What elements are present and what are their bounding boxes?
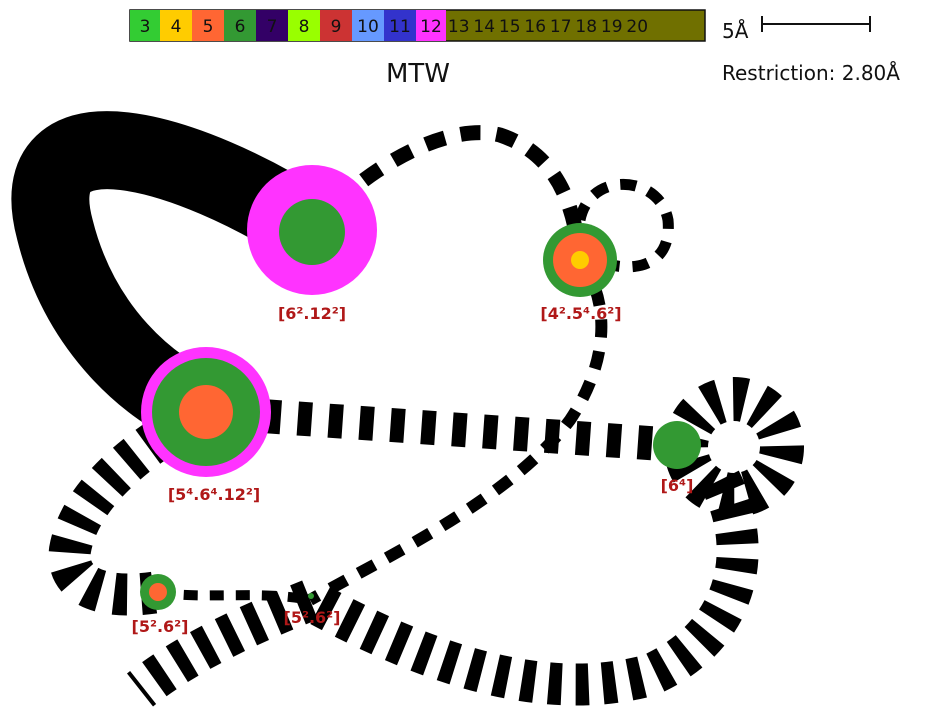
edge-thick-solid bbox=[11, 111, 334, 449]
node-ring-5 bbox=[179, 385, 233, 439]
legend-label-5: 5 bbox=[203, 17, 214, 37]
legend-label-10: 10 bbox=[357, 17, 379, 37]
node-e[interactable] bbox=[140, 574, 176, 610]
node-ring-4 bbox=[571, 251, 589, 269]
edge-b-loop bbox=[574, 178, 674, 273]
node-ring-6 bbox=[308, 593, 314, 599]
restriction-label: Restriction: 2.80Å bbox=[722, 61, 900, 85]
legend-swatch-8 bbox=[288, 10, 320, 41]
legend-label-3: 3 bbox=[140, 17, 151, 37]
node-label-c: [5⁴.6⁴.12²] bbox=[168, 485, 260, 504]
legend-label-20: 20 bbox=[626, 17, 648, 37]
legend-label-7: 7 bbox=[267, 17, 278, 37]
legend-label-14: 14 bbox=[473, 17, 495, 37]
node-label-f: [5².6²] bbox=[284, 608, 341, 627]
node-label-b: [4².5⁴.6²] bbox=[540, 304, 621, 323]
legend-swatch-4 bbox=[160, 10, 192, 41]
legend-label-13: 13 bbox=[448, 17, 470, 37]
legend-label-15: 15 bbox=[499, 17, 521, 37]
legend-swatch-6 bbox=[224, 10, 256, 41]
node-d[interactable] bbox=[653, 421, 701, 469]
node-ring-6 bbox=[653, 421, 701, 469]
node-b[interactable] bbox=[543, 223, 617, 297]
node-label-d: [6⁴] bbox=[661, 476, 694, 495]
node-label-a: [6².12²] bbox=[278, 304, 346, 323]
edge-e-lower bbox=[126, 580, 318, 707]
legend-label-8: 8 bbox=[299, 17, 310, 37]
legend-label-17: 17 bbox=[550, 17, 572, 37]
legend-swatch-7 bbox=[256, 10, 288, 41]
legend-label-12: 12 bbox=[420, 17, 442, 37]
legend-swatch-11 bbox=[384, 10, 416, 41]
legend-label-4: 4 bbox=[171, 17, 182, 37]
scale-bar bbox=[761, 16, 871, 32]
edge-d-bottom bbox=[299, 470, 759, 706]
legend-label-6: 6 bbox=[235, 17, 246, 37]
edge-e-f bbox=[157, 587, 311, 605]
node-label-e: [5².6²] bbox=[132, 617, 189, 636]
legend-label-11: 11 bbox=[389, 17, 411, 37]
legend-label-16: 16 bbox=[524, 17, 546, 37]
legend-label-9: 9 bbox=[331, 17, 342, 37]
node-ring-5 bbox=[149, 583, 167, 601]
legend-swatch-9 bbox=[320, 10, 352, 41]
legend-label-19: 19 bbox=[601, 17, 623, 37]
scale-label: 5Å bbox=[722, 19, 749, 43]
node-a[interactable] bbox=[247, 165, 377, 295]
node-ring-6 bbox=[279, 199, 345, 265]
legend-label-18: 18 bbox=[575, 17, 597, 37]
legend-swatch-12 bbox=[416, 10, 446, 41]
legend-swatch-10 bbox=[352, 10, 384, 41]
edge-c-d bbox=[203, 395, 679, 462]
legend-swatch-3 bbox=[130, 10, 160, 41]
framework-title: MTW bbox=[386, 59, 450, 89]
node-c[interactable] bbox=[141, 347, 271, 477]
node-f[interactable] bbox=[308, 593, 314, 599]
legend-swatch-5 bbox=[192, 10, 224, 41]
edge-a-b bbox=[306, 125, 588, 261]
